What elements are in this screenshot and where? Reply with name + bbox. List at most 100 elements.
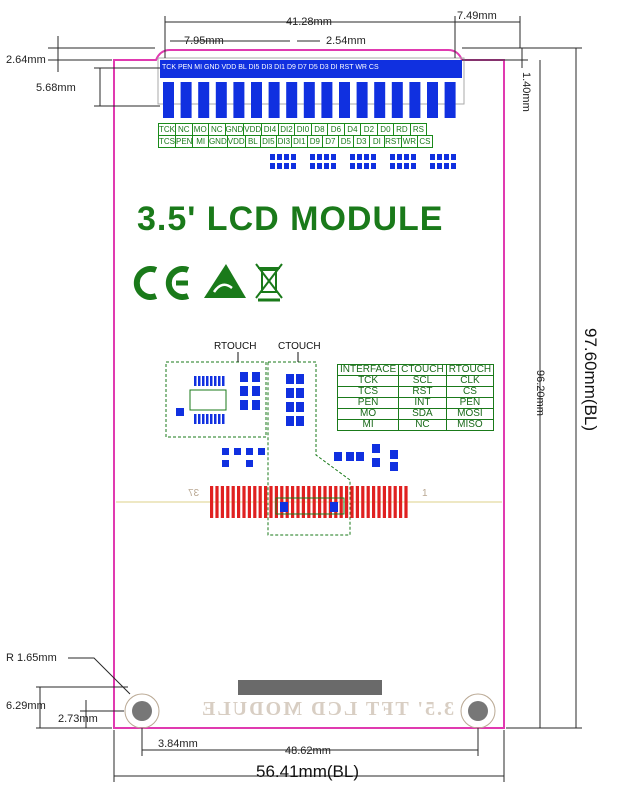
fpc-finger <box>237 486 241 518</box>
table-cell: MO <box>336 408 400 420</box>
header-pin <box>303 82 315 118</box>
pin-label: DI3 <box>275 135 293 148</box>
header-pin <box>198 82 210 118</box>
dim-header-offset: 5.68mm <box>36 82 76 94</box>
pin-label: DI0 <box>294 123 312 136</box>
fpc-finger <box>377 486 381 518</box>
pin-label: MO <box>191 123 209 136</box>
ic-pin <box>206 376 209 386</box>
smd-pad <box>291 163 296 169</box>
smd-pad <box>330 502 338 512</box>
smd-pad <box>364 154 369 160</box>
esd-warning-icon <box>204 264 246 298</box>
smd-pad <box>364 163 369 169</box>
ic-pin <box>210 414 213 424</box>
pin-label: D8 <box>310 123 329 136</box>
header-pin <box>391 82 403 118</box>
dim-total-width: 56.41mm(BL) <box>256 762 359 781</box>
smd-pad <box>277 154 282 160</box>
smd-pad <box>411 163 416 169</box>
pin-label: PEN <box>174 135 194 148</box>
smd-pad <box>296 402 304 412</box>
pin-label: DI4 <box>261 123 279 136</box>
pin-label: GND <box>224 123 245 136</box>
table-cell: RTOUCH <box>445 364 495 376</box>
smd-pad <box>444 154 449 160</box>
header-pin <box>374 82 386 118</box>
header-pin <box>339 82 350 118</box>
smd-pad <box>334 452 342 461</box>
smd-pad <box>222 448 229 455</box>
pin-label: WR <box>401 135 418 148</box>
smd-pad <box>296 388 304 398</box>
smd-pad <box>317 154 322 160</box>
fpc-finger <box>382 486 386 518</box>
ic-pin <box>214 414 217 424</box>
fpc-finger <box>366 486 370 518</box>
smd-pad <box>270 154 275 160</box>
fpc-finger <box>215 486 219 518</box>
fpc-finger <box>307 486 311 518</box>
smd-pad <box>240 386 248 396</box>
smd-pad <box>371 154 376 160</box>
ctouch-label: CTOUCH <box>278 341 321 352</box>
fpc-finger <box>269 486 273 518</box>
dim-radius: R 1.65mm <box>6 652 57 664</box>
smd-pad <box>277 163 282 169</box>
pin-label: VDD <box>243 123 263 136</box>
pin-label: TCS <box>158 135 176 148</box>
fpc-finger <box>361 486 365 518</box>
table-cell: PEN <box>336 397 400 409</box>
pin-label: D4 <box>343 123 362 136</box>
smd-pad <box>222 460 229 467</box>
smd-pad <box>356 452 364 461</box>
smd-pad <box>310 154 315 160</box>
ic-pin <box>194 414 197 424</box>
fpc-finger <box>296 486 300 518</box>
pin-label: D7 <box>322 135 339 148</box>
ic-pin <box>202 376 205 386</box>
fpc-finger <box>399 486 403 518</box>
smd-pad <box>404 154 409 160</box>
smd-pad <box>411 154 416 160</box>
fpc-finger <box>388 486 392 518</box>
dim-total-height: 97.60mm(BL) <box>581 328 600 431</box>
table-cell: RST <box>398 386 447 398</box>
table-cell: PEN <box>445 397 495 409</box>
pin-label: BL <box>244 135 262 148</box>
fpc-finger <box>350 486 354 518</box>
header-pin <box>180 82 192 118</box>
smd-pad <box>371 163 376 169</box>
smd-pad <box>451 154 456 160</box>
smd-pad <box>270 163 275 169</box>
smd-pad <box>390 462 398 471</box>
smd-pad <box>397 154 402 160</box>
smd-pad <box>357 163 362 169</box>
pin-label: D6 <box>327 123 345 136</box>
ctouch-area <box>267 361 351 536</box>
pin-label: TCK <box>158 123 176 136</box>
smd-pad <box>390 154 395 160</box>
ic-pin <box>218 376 221 386</box>
table-cell: SDA <box>398 408 447 420</box>
fpc-finger <box>393 486 397 518</box>
smd-pad <box>291 154 296 160</box>
header-pin <box>251 82 262 118</box>
dim-inner-height: 96.20mm <box>534 370 546 416</box>
module-title: 3.5' LCD MODULE <box>137 200 444 238</box>
smd-pad <box>451 163 456 169</box>
smd-pad <box>246 460 253 467</box>
smd-pad <box>331 163 336 169</box>
table-cell: SCL <box>398 375 447 387</box>
fpc-finger <box>312 486 316 518</box>
pin-label: RD <box>393 123 411 136</box>
fpc-pin-1-label: 1 <box>422 488 428 499</box>
table-cell: MI <box>336 419 400 431</box>
smd-pad <box>346 452 354 461</box>
smd-pad <box>372 458 380 467</box>
smd-pad <box>252 400 260 410</box>
